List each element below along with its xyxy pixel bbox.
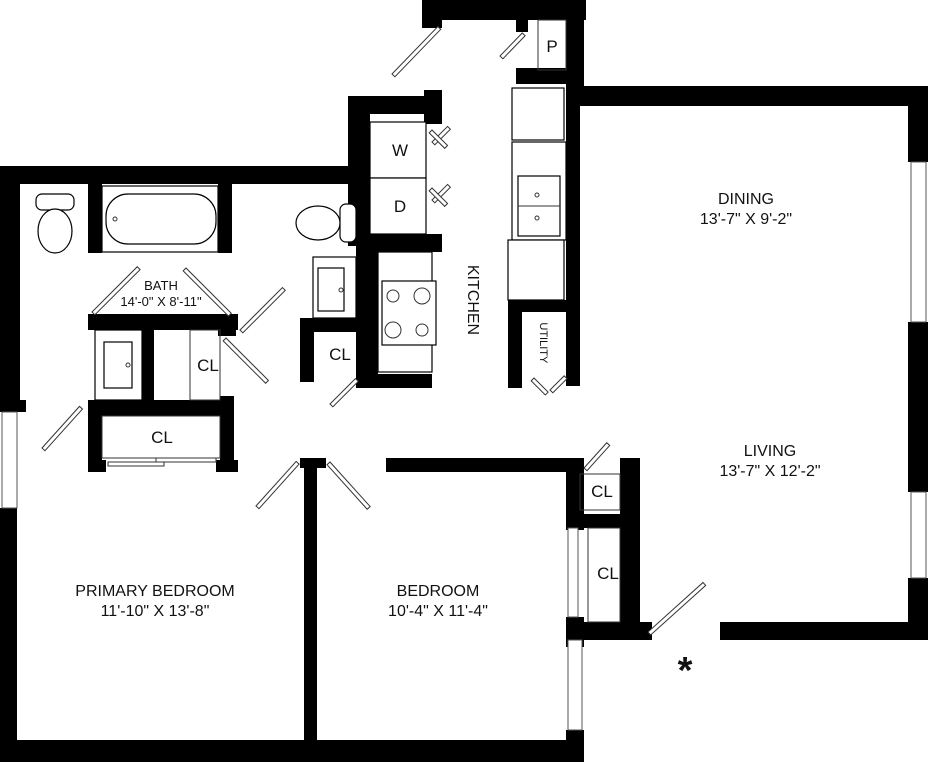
closet-label: CL <box>151 428 173 447</box>
stove-icon <box>377 251 437 373</box>
room-dimensions: 10'-4" X 11'-4" <box>388 603 488 620</box>
closet-label: CL <box>329 345 351 364</box>
closet-label: CL <box>197 356 219 375</box>
entry-marker-icon: * <box>677 650 693 692</box>
bathtub-icon <box>101 185 219 253</box>
closet-label: CL <box>597 564 619 583</box>
room-name: DINING <box>718 191 774 208</box>
room-name: BEDROOM <box>396 583 480 600</box>
sink-icon <box>312 256 357 319</box>
pantry-label: P <box>546 37 558 56</box>
dryer-label: D <box>393 197 407 216</box>
room-label-kitchen: KITCHEN <box>464 264 481 336</box>
room-label-primary-bedroom: PRIMARY BEDROOM 11'-10" X 13'-8" <box>50 582 260 622</box>
kitchen-sink-icon <box>517 175 561 237</box>
room-name: PRIMARY BEDROOM <box>75 583 235 600</box>
utility-label: UTILITY <box>536 322 549 364</box>
sink-icon <box>94 329 143 401</box>
room-label-living: LIVING 13'-7" X 12'-2" <box>690 442 850 482</box>
room-label-dining: DINING 13'-7" X 9'-2" <box>676 190 816 230</box>
room-name: LIVING <box>743 443 797 460</box>
toilet-icon <box>295 203 357 243</box>
room-name: BATH <box>144 278 178 293</box>
doors <box>41 25 707 636</box>
windows <box>1 161 927 731</box>
room-dimensions: 11'-10" X 13'-8" <box>100 603 210 620</box>
room-label-bath: BATH 14'-0" X 8'-11" <box>88 278 234 311</box>
room-dimensions: 13'-7" X 9'-2" <box>699 211 793 228</box>
fixtures <box>35 19 621 623</box>
room-label-bedroom: BEDROOM 10'-4" X 11'-4" <box>358 582 518 622</box>
closet-label: CL <box>591 482 613 501</box>
washer-label: W <box>391 141 409 160</box>
room-dimensions: 14'-0" X 8'-11" <box>120 294 202 310</box>
toilet-icon <box>35 193 75 254</box>
room-dimensions: 13'-7" X 12'-2" <box>719 463 821 480</box>
